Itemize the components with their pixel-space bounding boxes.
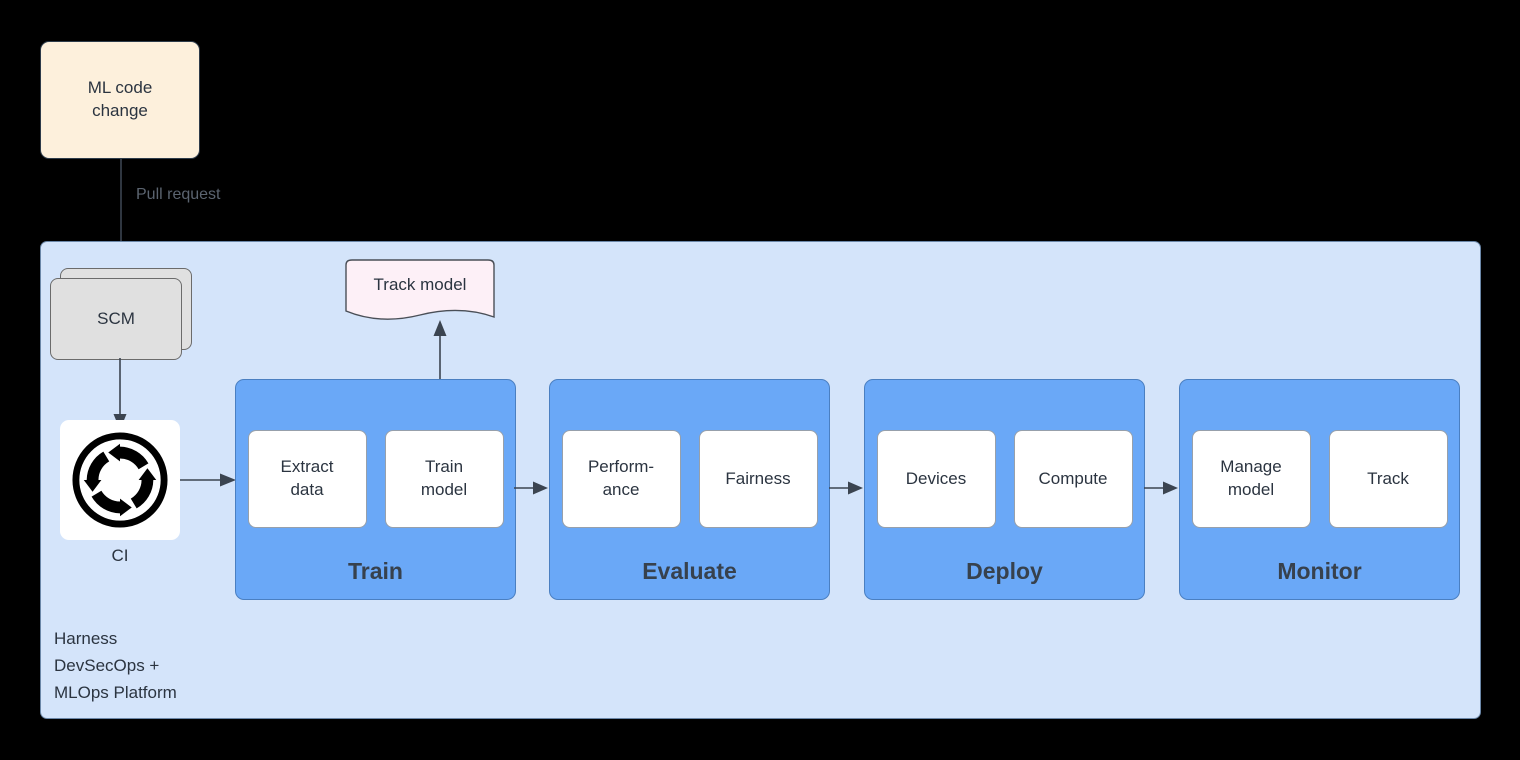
stage-deploy-box-devices-label: Devices: [905, 468, 967, 488]
stage-deploy-box-compute[interactable]: Compute: [1013, 430, 1133, 528]
scm-node[interactable]: SCM: [50, 268, 192, 360]
stage-deploy-label: Deploy: [966, 558, 1043, 584]
stage-train-box-extract-data[interactable]: Extract data: [247, 430, 367, 528]
train-to-evaluate-arrow: [514, 471, 549, 505]
stage-train-label: Train: [348, 558, 403, 584]
ci-label: CI: [111, 546, 129, 565]
ci-to-train-arrow: [180, 463, 237, 497]
evaluate-to-deploy-arrow: [829, 471, 864, 505]
stage-evaluate-label: Evaluate: [642, 558, 737, 584]
track-model-label: Track model: [373, 275, 467, 294]
stage-monitor-box-manage-model-label: Manage model: [1220, 457, 1282, 499]
ml-code-change-node[interactable]: ML code change: [40, 41, 200, 159]
stage-deploy[interactable]: Devices Compute Deploy: [864, 379, 1145, 600]
pull-request-edge-label: Pull request: [136, 186, 221, 203]
stage-train-box-train-model[interactable]: Train model: [384, 430, 504, 528]
stage-monitor-box-track[interactable]: Track: [1328, 430, 1448, 528]
stage-monitor-box-manage-model[interactable]: Manage model: [1191, 430, 1311, 528]
stage-evaluate[interactable]: Perform- ance Fairness Evaluate: [549, 379, 830, 600]
platform-caption: Harness DevSecOps + MLOps Platform: [54, 629, 177, 703]
deploy-to-monitor-arrow: [1144, 471, 1179, 505]
stage-evaluate-box-fairness[interactable]: Fairness: [698, 430, 818, 528]
stage-monitor[interactable]: Manage model Track Monitor: [1179, 379, 1460, 600]
stage-train[interactable]: Extract data Train model Train: [235, 379, 516, 600]
stage-deploy-box-compute-label: Compute: [1038, 468, 1108, 488]
stage-monitor-label: Monitor: [1277, 558, 1362, 584]
stage-evaluate-box-performance[interactable]: Perform- ance: [561, 430, 681, 528]
track-model-note[interactable]: Track model: [340, 259, 500, 331]
ml-code-change-label: ML code change: [87, 78, 153, 120]
stage-evaluate-box-performance-label: Perform- ance: [587, 457, 655, 499]
stage-train-box-extract-data-label: Extract data: [280, 457, 334, 499]
stage-evaluate-box-fairness-label: Fairness: [725, 468, 791, 488]
scm-label: SCM: [97, 308, 135, 328]
stage-monitor-box-track-label: Track: [1367, 468, 1409, 488]
stage-train-box-train-model-label: Train model: [420, 457, 468, 499]
scm-card-front: SCM: [50, 278, 182, 360]
stage-deploy-box-devices[interactable]: Devices: [876, 430, 996, 528]
ci-node[interactable]: [60, 420, 180, 540]
train-to-track-model-arrow: [423, 318, 457, 382]
continuous-integration-cycle-icon: [72, 432, 168, 528]
